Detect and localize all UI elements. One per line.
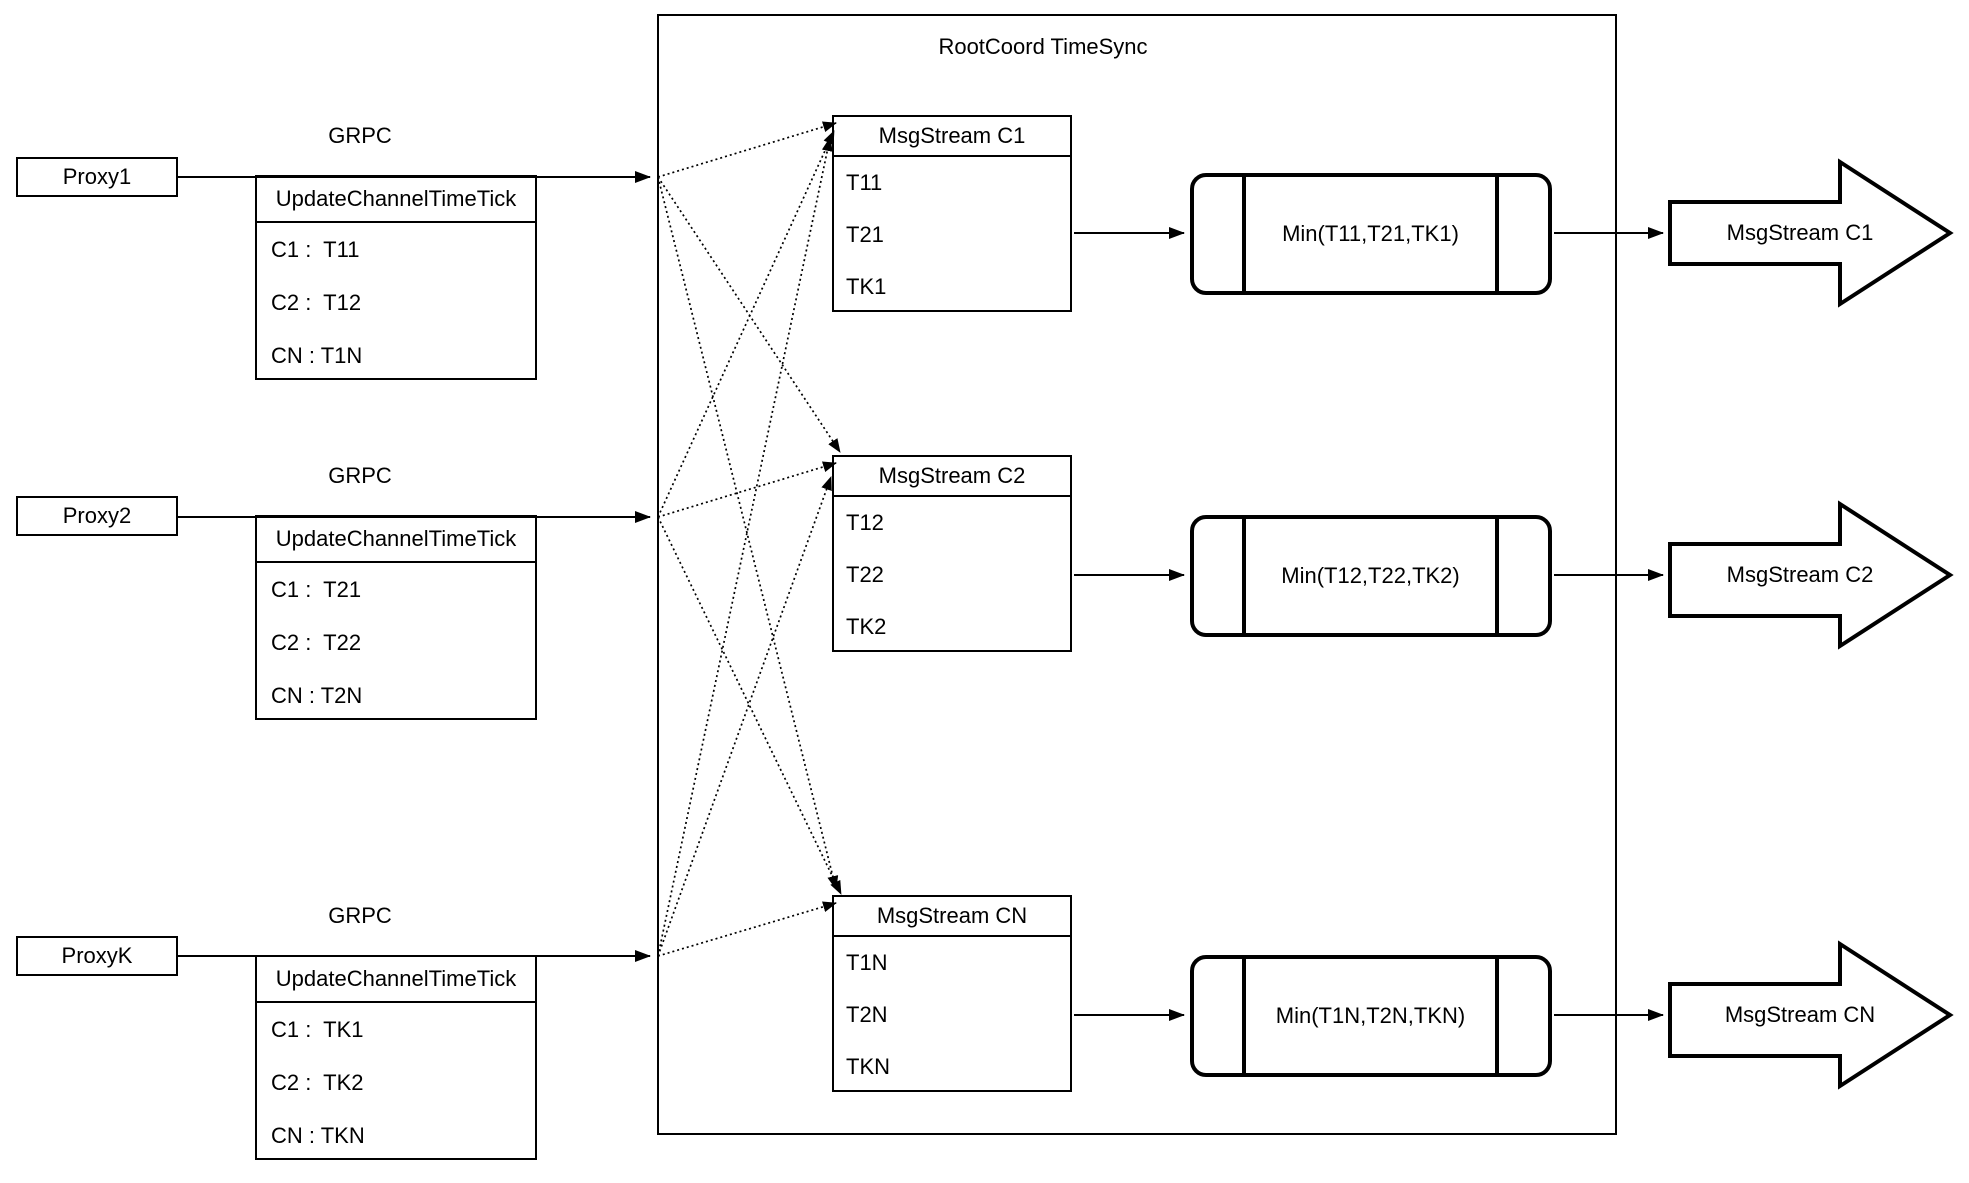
update-channel-timetick-table: UpdateChannelTimeTick C1 : T21 C2 : T22 …	[255, 515, 537, 720]
grpc-label: GRPC	[328, 123, 392, 148]
output-msgstream-label: MsgStream C1	[1726, 220, 1874, 245]
table-header: UpdateChannelTimeTick	[257, 957, 535, 1003]
table-row: TK2	[846, 614, 887, 639]
rootcoord-title: RootCoord TimeSync	[938, 34, 1148, 59]
divider	[1242, 177, 1246, 291]
divider	[1495, 177, 1499, 291]
proxy-label: Proxy1	[62, 164, 132, 189]
min-reducer-box: Min(T11,T21,TK1)	[1190, 173, 1552, 295]
min-reducer-box: Min(T12,T22,TK2)	[1190, 515, 1552, 637]
proxy-label: Proxy2	[62, 503, 132, 528]
table-row: TK1	[846, 274, 887, 299]
table-row: C2 : T12	[271, 289, 362, 315]
proxy-box: Proxy1	[16, 157, 178, 197]
table-row: C1 : TK1	[271, 1016, 364, 1042]
table-row: C2 : TK2	[271, 1069, 364, 1095]
table-header: UpdateChannelTimeTick	[257, 177, 535, 223]
msgstream-table: MsgStream CN T1N T2N TKN	[832, 895, 1072, 1092]
table-row: T22	[846, 562, 884, 587]
table-row: CN : T2N	[271, 682, 363, 708]
table-row: C1 : T21	[271, 576, 362, 602]
min-label: Min(T12,T22,TK2)	[1281, 563, 1460, 588]
divider	[1495, 519, 1499, 633]
output-msgstream-label: MsgStream C2	[1726, 562, 1874, 587]
proxy-box: Proxy2	[16, 496, 178, 536]
table-row: C1 : T11	[271, 236, 360, 262]
table-header: UpdateChannelTimeTick	[257, 517, 535, 563]
table-row: T12	[846, 510, 884, 535]
table-header: MsgStream C2	[834, 457, 1070, 497]
grpc-label: GRPC	[328, 903, 392, 928]
min-reducer-box: Min(T1N,T2N,TKN)	[1190, 955, 1552, 1077]
table-row: CN : T1N	[271, 342, 363, 368]
output-msgstream-label: MsgStream CN	[1724, 1002, 1876, 1027]
table-header: MsgStream C1	[834, 117, 1070, 157]
grpc-label: GRPC	[328, 463, 392, 488]
min-label: Min(T1N,T2N,TKN)	[1275, 1003, 1466, 1028]
table-row: T2N	[846, 1002, 888, 1027]
divider	[1242, 519, 1246, 633]
update-channel-timetick-table: UpdateChannelTimeTick C1 : T11 C2 : T12 …	[255, 175, 537, 380]
update-channel-timetick-table: UpdateChannelTimeTick C1 : TK1 C2 : TK2 …	[255, 955, 537, 1160]
table-row: T11	[846, 170, 883, 195]
table-row: T21	[846, 222, 884, 247]
divider	[1495, 959, 1499, 1073]
table-row: C2 : T22	[271, 629, 362, 655]
msgstream-table: MsgStream C2 T12 T22 TK2	[832, 455, 1072, 652]
table-header: MsgStream CN	[834, 897, 1070, 937]
table-row: T1N	[846, 950, 888, 975]
table-row: TKN	[846, 1054, 890, 1079]
proxy-label: ProxyK	[61, 943, 133, 968]
min-label: Min(T11,T21,TK1)	[1282, 221, 1459, 246]
proxy-box: ProxyK	[16, 936, 178, 976]
divider	[1242, 959, 1246, 1073]
msgstream-table: MsgStream C1 T11 T21 TK1	[832, 115, 1072, 312]
output-block-arrow	[1668, 158, 1954, 1090]
table-row: CN : TKN	[271, 1122, 365, 1148]
